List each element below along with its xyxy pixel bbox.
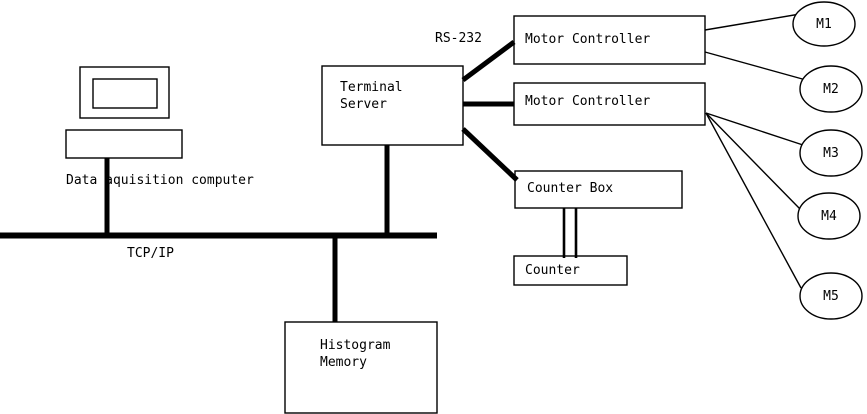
link-motor-controller-2-to-m3 [705,112,804,146]
motor-m1-ellipse [792,1,856,47]
motor-m5-ellipse [799,272,863,320]
link-motor-controller-2-to-m5 [705,112,802,289]
computer-screen-inline [92,78,158,109]
rs-232-label: RS-232 [435,31,482,46]
counter-label: Counter [525,263,580,278]
counter-box-box [514,170,683,209]
motor-controller-1-box [513,15,706,65]
motor-controller-2-label: Motor Controller [525,94,651,109]
histogram-memory-label-line2: Memory [320,355,367,370]
motor-m3-ellipse [799,129,863,177]
motor-m4-ellipse [797,192,861,240]
counter-box-label: Counter Box [527,181,614,196]
motor-m1-label: M1 [816,17,832,32]
tcp-ip-label: TCP/IP [127,246,174,261]
histogram-memory-box [284,321,438,414]
link-motor-controller-2-to-m4 [705,112,801,210]
link-motor-controller-1-to-m1 [704,13,801,31]
histogram-memory-label-line1: Histogram [320,338,391,353]
computer-base-outline [65,129,183,159]
link-terminal-server-to-counter-box [461,127,519,182]
motor-m3-label: M3 [823,146,839,161]
link-terminal-server-to-motor-controller-1 [461,39,516,83]
motor-m2-label: M2 [823,82,839,97]
link-motor-controller-1-to-m2 [704,51,807,81]
motor-controller-1-label: Motor Controller [525,32,651,47]
motor-m5-label: M5 [823,289,839,304]
terminal-server-box [321,65,464,146]
motor-m4-label: M4 [821,209,837,224]
motor-m2-ellipse [799,65,863,113]
counter-box [513,255,628,286]
data-acquisition-computer-label: Data aquisition computer [66,173,254,188]
terminal-server-label-line2: Server [340,97,387,112]
terminal-server-label-line1: Terminal [340,80,403,95]
